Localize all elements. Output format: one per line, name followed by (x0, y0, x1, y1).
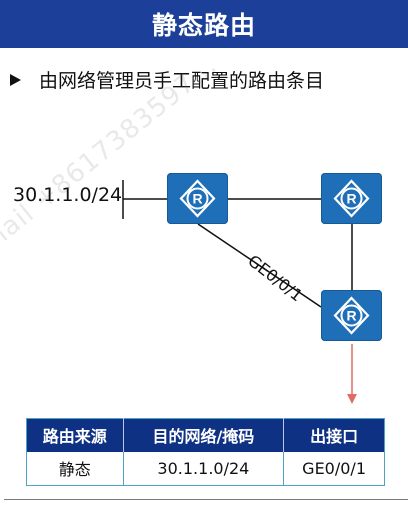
page-title-bar: 静态路由 (0, 0, 408, 48)
arrow-head-icon (347, 394, 357, 404)
router-letter: R (346, 308, 356, 324)
table-header-row: 路由来源 目的网络/掩码 出接口 (26, 418, 385, 452)
router-letter: R (346, 191, 356, 207)
network-label: 30.1.1.0/24 (13, 184, 123, 206)
cell-destination: 30.1.1.0/24 (123, 451, 285, 486)
router-icon: R (321, 173, 382, 224)
interface-label: GE0/0/1 (244, 251, 307, 306)
bottom-divider (4, 499, 408, 500)
bullet-arrow-icon (10, 74, 21, 86)
column-header-destination: 目的网络/掩码 (123, 418, 285, 452)
routing-table: 路由来源 目的网络/掩码 出接口 静态 30.1.1.0/24 GE0/0/1 (26, 418, 385, 486)
bullet-text: 由网络管理员手工配置的路由条目 (39, 69, 325, 92)
router-letter: R (192, 191, 202, 207)
column-header-interface: 出接口 (283, 418, 385, 452)
cell-source: 静态 (26, 451, 124, 486)
router-icon: R (167, 173, 228, 224)
column-header-source: 路由来源 (26, 418, 124, 452)
router-icon: R (321, 290, 382, 341)
table-row: 静态 30.1.1.0/24 GE0/0/1 (26, 451, 385, 486)
cell-interface: GE0/0/1 (283, 451, 385, 486)
bullet-point: 由网络管理员手工配置的路由条目 (10, 67, 325, 92)
page-title: 静态路由 (151, 11, 256, 40)
